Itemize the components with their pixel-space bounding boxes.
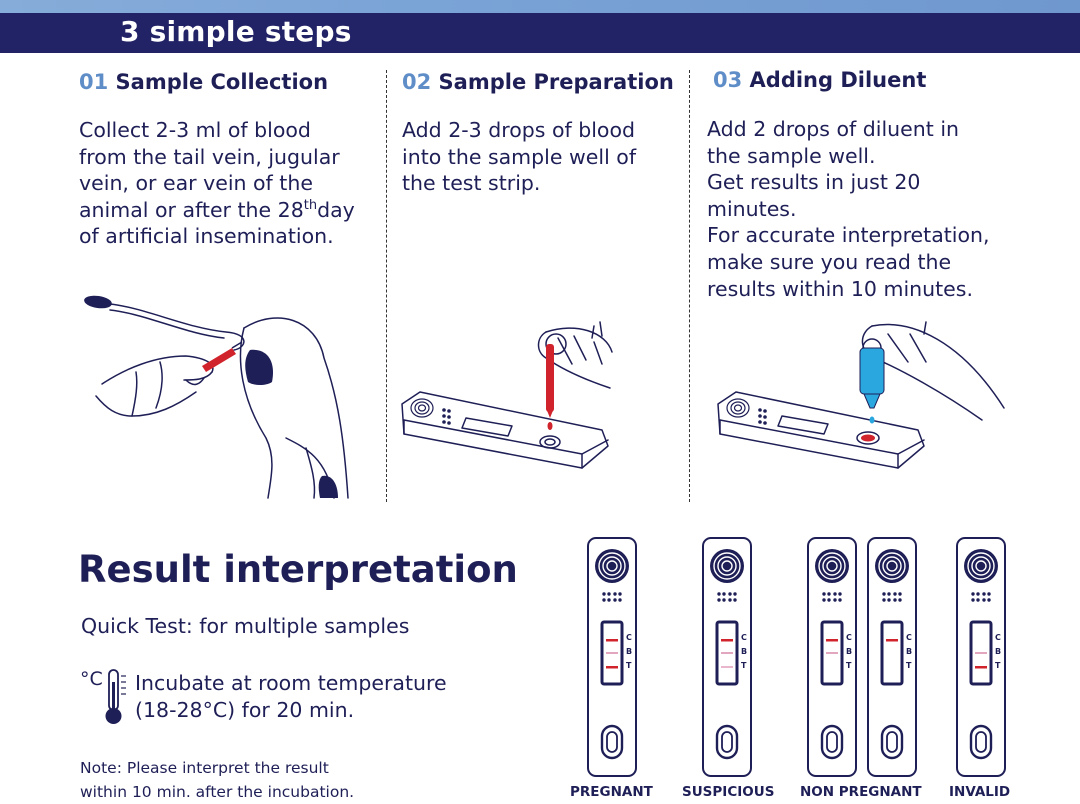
marker-b: B xyxy=(626,647,632,656)
marker-c: C xyxy=(741,633,747,642)
step-divider-1 xyxy=(386,70,387,502)
incubation-text: Incubate at room temperature (18-28°C) f… xyxy=(135,670,447,724)
step-1-number: 01 xyxy=(79,70,109,94)
marker-b: B xyxy=(906,647,912,656)
label-pregnant: PREGNANT xyxy=(570,784,653,800)
result-test-strips: C B T C B T C B T C B T C B T xyxy=(586,536,1007,778)
marker-b: B xyxy=(741,647,747,656)
step-3-line: make sure you read the xyxy=(707,249,952,274)
marker-c: C xyxy=(626,633,632,642)
step-1-line: Collect 2-3 ml of blood xyxy=(79,118,311,142)
strip-invalid xyxy=(955,536,1007,778)
step-2-number: 02 xyxy=(402,70,432,94)
sample-preparation-illustration xyxy=(401,321,613,469)
step-1-title: 01 Sample Collection xyxy=(79,70,328,94)
strip-non-pregnant-2 xyxy=(866,536,918,778)
steps-banner: 3 simple steps xyxy=(0,13,1080,53)
label-suspicious: SUSPICIOUS xyxy=(682,784,775,800)
step-1-line: vein, or ear vein of the xyxy=(79,171,313,196)
step-2-title: 02 Sample Preparation xyxy=(402,70,674,94)
marker-c: C xyxy=(846,633,852,642)
banner-title: 3 simple steps xyxy=(120,15,352,48)
marker-b: B xyxy=(846,647,852,656)
label-invalid: INVALID xyxy=(949,784,1011,800)
note-line: Note: Please interpret the result xyxy=(80,759,329,777)
marker-c: C xyxy=(995,633,1001,642)
step-divider-2 xyxy=(689,70,690,502)
step-3-text: Add 2 drops of diluent in the sample wel… xyxy=(707,116,990,302)
step-2-title-text: Sample Preparation xyxy=(438,70,674,94)
step-1-ordinal-suffix: th xyxy=(303,197,318,213)
marker-t: T xyxy=(995,661,1001,670)
strip-pregnant xyxy=(586,536,638,778)
result-interpretation-heading: Result interpretation xyxy=(78,548,518,591)
step-2-text: Add 2-3 drops of blood into the sample w… xyxy=(402,117,636,197)
adding-diluent-illustration xyxy=(717,321,1005,469)
step-3-line: For accurate interpretation, xyxy=(707,223,990,248)
thermometer-icon xyxy=(105,669,126,724)
step-1-line: animal or after the 28 xyxy=(79,197,304,222)
quick-test-text: Quick Test: for multiple samples xyxy=(81,614,410,638)
step-3-title-text: Adding Diluent xyxy=(749,68,927,92)
step-2-line: the test strip. xyxy=(402,171,541,196)
step-3-line: minutes. xyxy=(707,196,797,221)
step-1-text: Collect 2-3 ml of blood from the tail ve… xyxy=(79,117,355,250)
step-1-line: day xyxy=(317,197,355,222)
step-3-number: 03 xyxy=(713,68,743,92)
step-3-title: 03 Adding Diluent xyxy=(713,68,926,92)
step-3-line: results within 10 minutes. xyxy=(707,276,973,301)
step-1-title-text: Sample Collection xyxy=(115,70,329,94)
label-non-pregnant: NON PREGNANT xyxy=(800,784,922,800)
marker-b: B xyxy=(995,647,1001,656)
strip-suspicious xyxy=(701,536,753,778)
marker-t: T xyxy=(626,661,632,670)
blood-collection-illustration xyxy=(84,295,349,499)
marker-t: T xyxy=(846,661,852,670)
step-3-line: the sample well. xyxy=(707,143,876,168)
step-3-line: Get results in just 20 xyxy=(707,170,921,195)
step-3-line: Add 2 drops of diluent in xyxy=(707,117,960,141)
marker-t: T xyxy=(741,661,747,670)
step-1-line: from the tail vein, jugular xyxy=(79,144,340,169)
step-2-line: into the sample well of xyxy=(402,144,637,169)
top-photo-strip xyxy=(0,0,1080,13)
strip-non-pregnant-1 xyxy=(806,536,858,778)
interpretation-note: Note: Please interpret the result within… xyxy=(80,756,354,804)
step-2-line: Add 2-3 drops of blood xyxy=(402,118,636,142)
note-line: within 10 min. after the incubation. xyxy=(80,783,355,801)
marker-t: T xyxy=(906,661,912,670)
incubation-line: (18-28°C) for 20 min. xyxy=(135,698,355,722)
celsius-symbol: °C xyxy=(80,668,103,690)
step-1-line: of artificial insemination. xyxy=(79,224,334,249)
marker-c: C xyxy=(906,633,912,642)
incubation-line: Incubate at room temperature xyxy=(135,671,447,695)
